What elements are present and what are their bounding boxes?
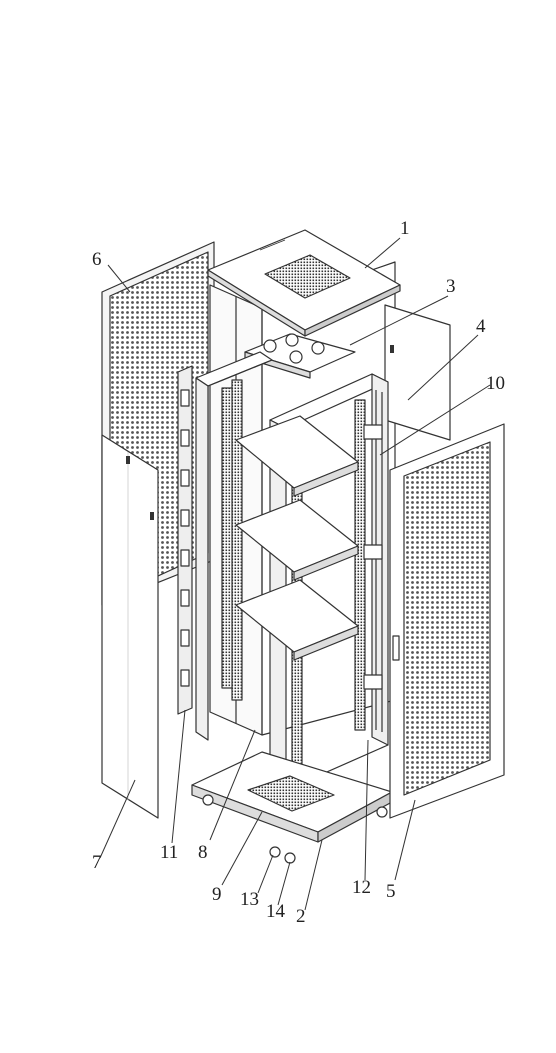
callout-13: 13 — [240, 889, 259, 910]
callout-12: 12 — [352, 877, 371, 898]
front-perforated-door — [389, 423, 505, 819]
shelf-1 — [235, 415, 359, 497]
rear-frame — [209, 261, 451, 736]
callout-labels: 1 2 3 4 5 6 7 8 9 10 11 12 13 14 — [92, 218, 505, 927]
cable-manager — [177, 365, 193, 715]
callout-8: 8 — [198, 842, 208, 863]
shelf-3 — [235, 579, 359, 661]
callout-11: 11 — [160, 842, 178, 863]
base-plate — [191, 751, 393, 864]
callout-4: 4 — [476, 316, 486, 337]
shelf-2 — [235, 499, 359, 581]
callout-7: 7 — [92, 852, 102, 873]
callout-6: 6 — [92, 249, 102, 270]
callout-1: 1 — [400, 218, 410, 239]
callout-5: 5 — [386, 881, 396, 902]
mounting-rails — [363, 390, 383, 732]
callout-14: 14 — [266, 901, 286, 922]
callout-9: 9 — [212, 884, 222, 905]
callout-3: 3 — [446, 276, 456, 297]
leader-lines — [99, 237, 491, 911]
side-panel-left — [101, 434, 159, 819]
callout-10: 10 — [486, 373, 505, 394]
callout-2: 2 — [296, 906, 306, 927]
top-panel — [207, 229, 401, 337]
